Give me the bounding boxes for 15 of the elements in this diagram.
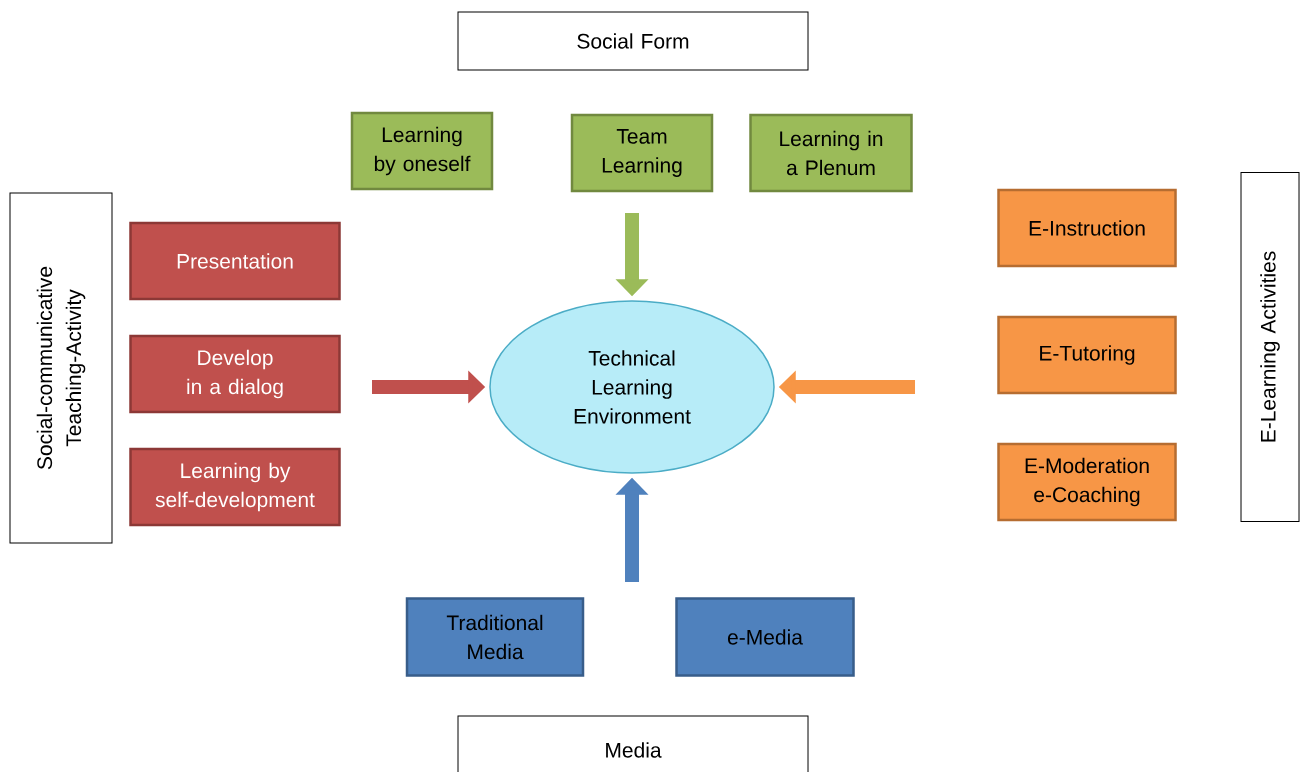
social-form-box: Learning in a Plenum [749, 113, 913, 193]
heading-box: E-Learning Activities [1240, 172, 1300, 522]
heading-box: Social-communicative Teaching-Activity [9, 192, 113, 544]
media-box: e-Media [675, 597, 855, 677]
teaching-activity-box: Presentation [129, 221, 341, 301]
teaching-activity-box: Develop in a dialog [129, 334, 341, 414]
e-learning-box: E-Moderation e-Coaching [997, 442, 1177, 522]
social-form-box: Team Learning [570, 113, 714, 193]
media-box: Traditional Media [405, 597, 585, 677]
teaching-activity-box: Learning by self-development [129, 447, 341, 527]
e-learning-box: E-Tutoring [997, 315, 1177, 395]
social-form-box: Learning by oneself [350, 111, 494, 191]
e-learning-box: E-Instruction [997, 188, 1177, 268]
heading-box: Social Form [457, 11, 809, 71]
heading-box: Media [457, 715, 809, 772]
